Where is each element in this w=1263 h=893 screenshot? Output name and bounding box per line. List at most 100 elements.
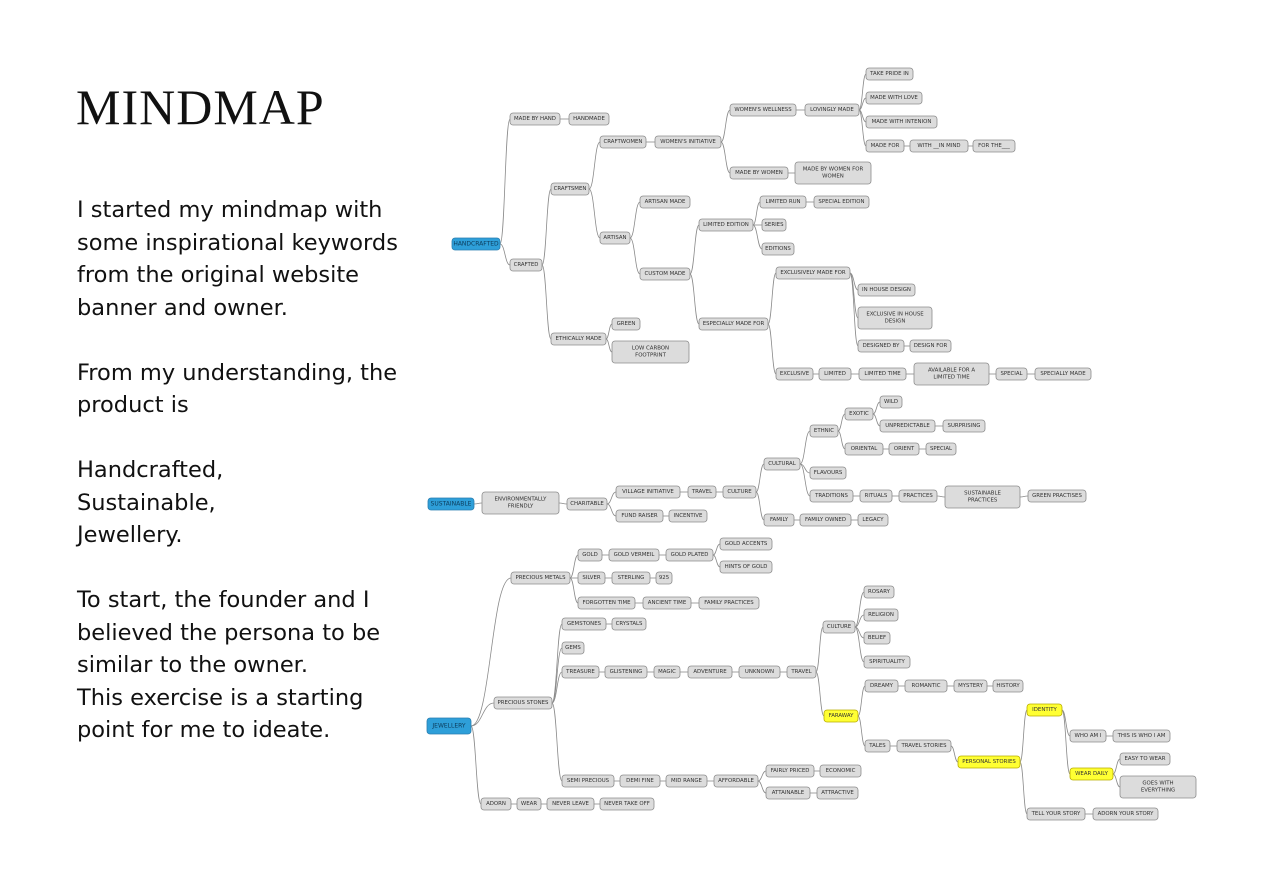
mindmap-node-womens-initiative: WOMEN'S INITIATIVE bbox=[654, 135, 722, 149]
mindmap-node-box bbox=[729, 166, 789, 180]
mindmap-node-label: ROMANTIC bbox=[911, 683, 940, 689]
mindmap-connector bbox=[858, 73, 867, 111]
mindmap-node-orient: ORIENT bbox=[888, 442, 920, 456]
mindmap-node-box bbox=[775, 367, 814, 381]
mindmap-node-label: WOMEN'S WELLNESS bbox=[734, 107, 792, 113]
mindmap-node-limited: LIMITED bbox=[818, 367, 852, 381]
mindmap-connector bbox=[588, 141, 601, 190]
mindmap-node-label: BELIEF bbox=[868, 635, 886, 641]
mindmap-node-label: WHO AM I bbox=[1075, 733, 1102, 739]
mindmap-node-travel-2: TRAVEL bbox=[786, 665, 817, 679]
description-line: some inspirational keywords bbox=[77, 229, 398, 256]
mindmap-node-box bbox=[898, 489, 938, 503]
mindmap-node-label: TREASURE bbox=[565, 669, 595, 675]
mindmap-node-label: ADORN bbox=[486, 801, 506, 807]
description-line: from the original website bbox=[77, 262, 360, 288]
mindmap-node-special-2: SPECIAL bbox=[925, 442, 957, 456]
mindmap-node-box bbox=[608, 548, 660, 562]
mindmap-node-label: CRAFTED bbox=[514, 262, 539, 268]
mindmap-node-family-owned: FAMILY OWNED bbox=[799, 513, 852, 527]
mindmap-node-rosary: ROSARY bbox=[863, 585, 895, 599]
mindmap-node-label: ADORN YOUR STORY bbox=[1098, 811, 1155, 817]
mindmap-node-box bbox=[819, 764, 862, 778]
mindmap-node-exclusively-made-for: EXCLUSIVELY MADE FOR bbox=[775, 266, 851, 280]
mindmap-node-label: SERIES bbox=[765, 222, 785, 228]
mindmap-node-label: WOMEN bbox=[822, 174, 844, 180]
mindmap-node-label: TAKE PRIDE IN bbox=[869, 71, 909, 77]
mindmap-node-handmade: HANDMADE bbox=[568, 112, 610, 126]
mindmap-node-label: GEMS bbox=[565, 645, 581, 651]
mindmap-node-label: TRAVEL bbox=[790, 669, 811, 675]
mindmap-node-box bbox=[427, 497, 475, 511]
mindmap-node-label: ESPECIALLY MADE FOR bbox=[703, 321, 765, 327]
mindmap-node-series: SERIES bbox=[761, 218, 787, 232]
mindmap-connector bbox=[1061, 709, 1071, 775]
mindmap-node-box bbox=[665, 774, 708, 788]
mindmap-connector bbox=[1019, 495, 1029, 498]
mindmap-node-label: CULTURAL bbox=[768, 461, 795, 467]
mindmap-connector bbox=[569, 554, 579, 579]
mindmap-node-box bbox=[1112, 729, 1171, 743]
mindmap-node-label: ARTISAN MADE bbox=[645, 199, 686, 205]
mindmap-node-flavours: FLAVOURS bbox=[809, 466, 847, 480]
mindmap-node-box bbox=[566, 497, 608, 511]
mindmap-connector bbox=[499, 118, 511, 245]
mindmap-node-box bbox=[896, 739, 952, 753]
mindmap-node-box bbox=[668, 509, 708, 523]
mindmap-node-label: ADVENTURE bbox=[693, 669, 727, 675]
mindmap-node-label: LIMITED TIME bbox=[864, 371, 901, 377]
mindmap-node-label: ATTAINABLE bbox=[772, 790, 805, 796]
description-line: This exercise is a starting bbox=[77, 684, 364, 711]
mindmap-node-box bbox=[729, 103, 797, 117]
mindmap-node-label: FAMILY PRACTICES bbox=[704, 600, 754, 606]
description-line: similar to the owner. bbox=[77, 652, 309, 678]
mindmap-node-label: UNKNOWN bbox=[745, 669, 774, 675]
mindmap-connector bbox=[854, 614, 865, 628]
mindmap-node-box bbox=[1092, 807, 1159, 821]
mindmap-connector bbox=[541, 264, 552, 340]
mindmap-node-label: SPECIAL bbox=[1000, 371, 1022, 377]
description-line: point for me to ideate. bbox=[77, 717, 331, 743]
mindmap-node-box bbox=[1069, 729, 1107, 743]
mindmap-node-label: NEVER TAKE OFF bbox=[604, 801, 650, 807]
mindmap-node-label: TRAVEL bbox=[691, 489, 712, 495]
mindmap-node-label: MADE FOR bbox=[871, 143, 900, 149]
mindmap-node-semi-precious: SEMI PRECIOUS bbox=[561, 774, 615, 788]
mindmap-node-religion: RELIGION bbox=[863, 608, 899, 622]
description-paragraph: To start, the founder and I believed the… bbox=[77, 584, 417, 747]
mindmap-node-label: PRECIOUS METALS bbox=[515, 575, 566, 581]
mindmap-node-attractive: ATTRACTIVE bbox=[816, 786, 859, 800]
mindmap-connector bbox=[857, 715, 866, 747]
mindmap-node-artisan: ARTISAN bbox=[599, 231, 631, 245]
mindmap-node-box bbox=[619, 774, 661, 788]
mindmap-node-label: LIMITED bbox=[824, 371, 846, 377]
mindmap-node-gold-accents: GOLD ACCENTS bbox=[719, 537, 773, 551]
mindmap-connector bbox=[950, 745, 959, 763]
mindmap-node-silver: SILVER bbox=[577, 571, 606, 585]
mindmap-node-label: ETHNIC bbox=[814, 428, 834, 434]
mindmap-node-box bbox=[863, 585, 895, 599]
mindmap-node-box bbox=[611, 617, 647, 631]
mindmap-node-sustainable: SUSTAINABLE bbox=[427, 497, 475, 511]
mindmap-node-box bbox=[953, 679, 988, 693]
mindmap-node-label: WEAR DAILY bbox=[1075, 771, 1109, 777]
mindmap-node-box bbox=[942, 419, 986, 433]
mindmap-node-label: FUND RAISER bbox=[621, 513, 658, 519]
mindmap-connector bbox=[470, 725, 482, 805]
mindmap-node-wear-daily: WEAR DAILY bbox=[1069, 767, 1114, 781]
mindmap-node-label: WEAR bbox=[521, 801, 537, 807]
mindmap-connector bbox=[720, 141, 731, 174]
mindmap-node-gems: GEMS bbox=[561, 641, 585, 655]
mindmap-node-ancient-time: ANCIENT TIME bbox=[642, 596, 692, 610]
mindmap-connector bbox=[605, 323, 613, 340]
mindmap-node-label: EXOTIC bbox=[849, 411, 869, 417]
mindmap-node-box bbox=[957, 755, 1021, 769]
mindmap-node-magic: MAGIC bbox=[653, 665, 681, 679]
mindmap-connector bbox=[757, 770, 767, 782]
mindmap-node-label: INCENTIVE bbox=[674, 513, 703, 519]
mindmap-node-label: GEMSTONES bbox=[567, 621, 602, 627]
mindmap-node-box bbox=[765, 786, 811, 800]
